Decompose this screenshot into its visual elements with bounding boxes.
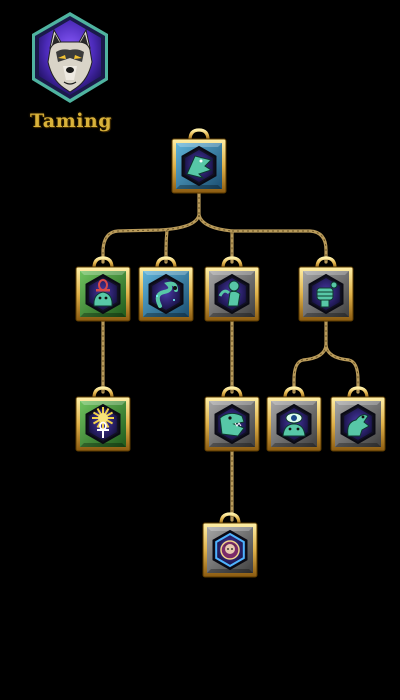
skill-node-fist[interactable] (298, 256, 354, 322)
claw-beast-icon (347, 414, 370, 437)
skill-node-sunburst[interactable] (75, 386, 131, 452)
skill-node-claw-beast[interactable] (330, 386, 386, 452)
sun-ankh-icon (92, 407, 114, 438)
skill-node-ankh[interactable] (75, 256, 131, 322)
ankh-pet-icon (93, 279, 113, 307)
raptor-head-icon (186, 155, 213, 179)
serpent-icon (155, 281, 178, 308)
skill-title: Taming (29, 110, 113, 132)
eye-beast-icon (282, 412, 306, 437)
beast-handler-icon (218, 280, 241, 307)
companion-portrait-icon (220, 540, 240, 560)
taming-skill-emblem[interactable] (32, 12, 108, 103)
roaring-beast-icon (219, 412, 245, 437)
skill-node-handler[interactable] (204, 256, 260, 322)
skill-node-serpent[interactable] (138, 256, 194, 322)
beast-fist-icon (316, 281, 338, 308)
skill-node-companion[interactable] (202, 512, 258, 578)
skill-node-roar[interactable] (204, 386, 260, 452)
skill-node-root[interactable] (171, 128, 227, 194)
connector-ropes (101, 190, 360, 522)
skill-node-eye-beast[interactable] (266, 386, 322, 452)
wolf-head-icon (47, 28, 93, 93)
